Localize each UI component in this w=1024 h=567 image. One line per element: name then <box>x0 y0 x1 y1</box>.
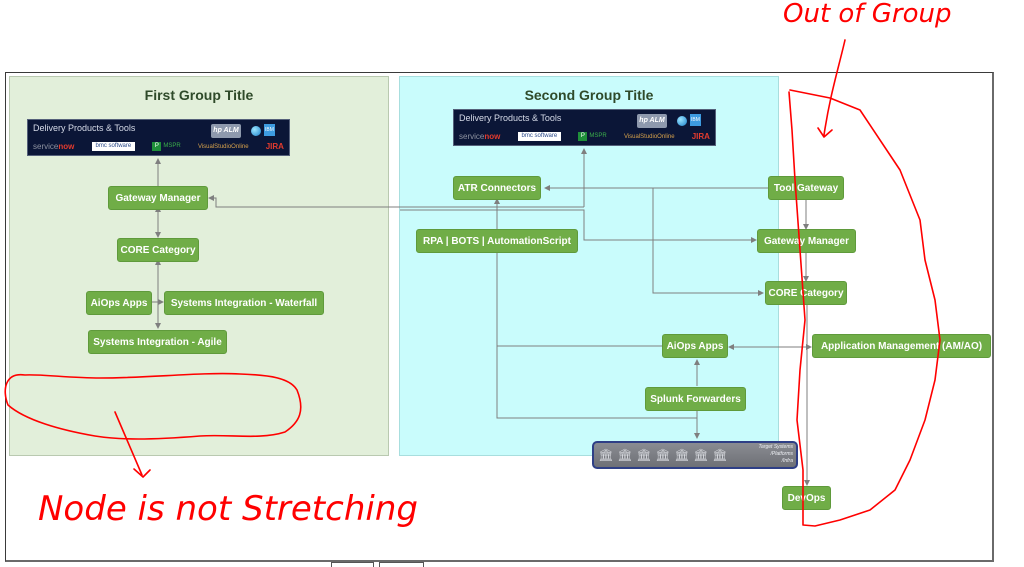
hp-alm-logo: hp ALM <box>637 114 667 128</box>
node-g1-core-category[interactable]: CORE Category <box>117 238 199 262</box>
project-icon: P <box>152 142 162 151</box>
edge-tool-to-g1gm <box>208 195 584 208</box>
group-title-second: Second Group Title <box>524 87 654 103</box>
target-systems-label-line3: /Infra <box>781 458 793 464</box>
group-title-first: First Group Title <box>144 87 254 103</box>
servicenow-logo: servicenow <box>459 132 500 141</box>
node-g2-atr-connectors[interactable]: ATR Connectors <box>453 176 541 200</box>
edge-to-out-core <box>652 188 764 296</box>
banner-title: Delivery Products & Tools <box>459 113 562 123</box>
ibm-logo: IBM <box>264 124 275 136</box>
delivery-products-banner-second[interactable]: Delivery Products & Tools hp ALM IBM ser… <box>453 109 716 146</box>
ibm-logo: IBM <box>690 114 701 126</box>
edge-to-out-gm <box>400 209 757 243</box>
node-g2-splunk-forwarders[interactable]: Splunk Forwarders <box>645 387 746 411</box>
edge-atr-vertical <box>494 198 697 419</box>
bmc-logo: bmc software <box>517 132 562 141</box>
globe-icon <box>251 126 261 136</box>
node-tool-gateway[interactable]: Tool Gateway <box>768 176 844 200</box>
node-g2-aiops-apps[interactable]: AiOps Apps <box>662 334 728 358</box>
node-g2-rpa-bots[interactable]: RPA | BOTS | AutomationScript <box>416 229 578 253</box>
server-icon: 🏛 <box>693 448 709 462</box>
scroll-tab-1[interactable] <box>331 562 374 567</box>
servicenow-suffix: now <box>484 132 501 141</box>
project-text: MSPR <box>589 133 607 139</box>
target-systems-node[interactable]: 🏛🏛🏛🏛🏛🏛🏛 Target Systems /Platforms /Infra <box>592 441 798 469</box>
jira-logo: JIRA <box>691 132 710 141</box>
servicenow-prefix: service <box>459 132 485 141</box>
hp-alm-logo: hp ALM <box>211 124 241 138</box>
node-app-management[interactable]: Application Management (AM/AO) <box>812 334 991 358</box>
server-icon: 🏛 <box>636 448 652 462</box>
node-out-core-category[interactable]: CORE Category <box>765 281 847 305</box>
banner-title: Delivery Products & Tools <box>33 123 136 133</box>
servicenow-prefix: service <box>33 142 59 151</box>
servicenow-logo: servicenow <box>33 142 74 151</box>
server-icons: 🏛🏛🏛🏛🏛🏛🏛 <box>598 447 728 463</box>
server-icon: 🏛 <box>598 448 614 462</box>
server-icon: 🏛 <box>674 448 690 462</box>
jira-logo: JIRA <box>265 142 284 151</box>
delivery-products-banner-first[interactable]: Delivery Products & Tools hp ALM IBM ser… <box>27 119 290 156</box>
servicenow-suffix: now <box>58 142 75 151</box>
visualstudio-online-logo: VisualStudioOnline <box>623 133 675 140</box>
project-text: MSPR <box>163 143 181 149</box>
node-g1-gateway-manager[interactable]: Gateway Manager <box>108 186 208 210</box>
node-out-gateway-manager[interactable]: Gateway Manager <box>757 229 856 253</box>
target-systems-label: Target Systems /Platforms /Infra <box>758 444 793 465</box>
target-systems-label-line1: Target Systems <box>758 444 793 450</box>
bmc-logo: bmc software <box>91 142 136 151</box>
node-devops[interactable]: DevOps <box>782 486 831 510</box>
globe-icon <box>677 116 687 126</box>
target-systems-label-line2: /Platforms <box>770 451 793 457</box>
project-icon: P <box>578 132 588 141</box>
server-icon: 🏛 <box>655 448 671 462</box>
server-icon: 🏛 <box>617 448 633 462</box>
node-g1-si-agile[interactable]: Systems Integration - Agile <box>88 330 227 354</box>
visualstudio-online-logo: VisualStudioOnline <box>197 143 249 150</box>
server-icon: 🏛 <box>712 448 728 462</box>
node-g1-si-waterfall[interactable]: Systems Integration - Waterfall <box>164 291 324 315</box>
node-g1-aiops-apps[interactable]: AiOps Apps <box>86 291 152 315</box>
scroll-tab-2[interactable] <box>379 562 424 567</box>
